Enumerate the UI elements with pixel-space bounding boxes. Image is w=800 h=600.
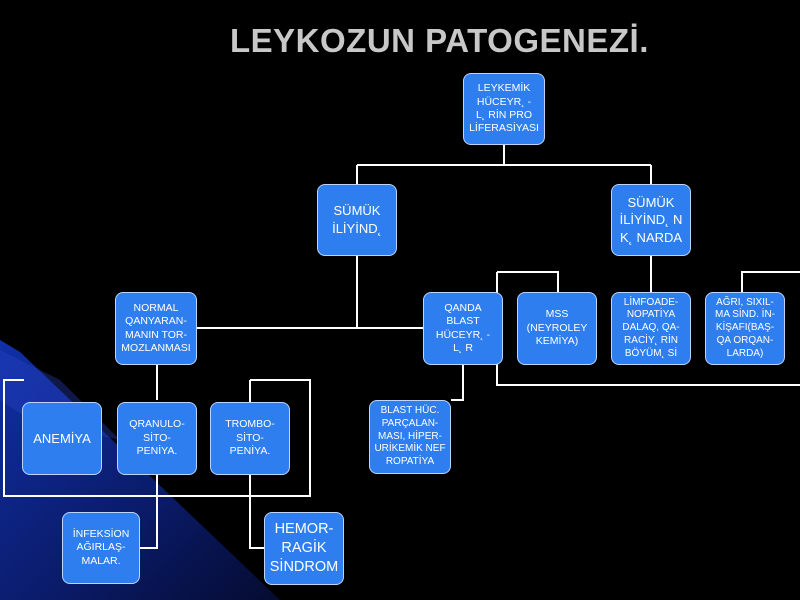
node-leykemik-proliferasiya: LEYKEMİK HÜCEYR˛ - L˛ RİN PRO LİFERASİYA… <box>463 73 545 145</box>
node-agri-sixilma: AĞRI, SIXIL- MA SİND. İN- KİŞAFI(BAŞ- QA… <box>705 292 785 365</box>
node-normal-qanyaranma: NORMAL QANYARAN- MANIN TOR- MOZLANMASI <box>115 292 197 365</box>
node-trombositopeniya: TROMBO- SİTO- PENİYA. <box>210 402 290 475</box>
connector-infeksion <box>140 475 158 549</box>
node-qranulositopeniya: QRANULO- SİTO- PENİYA. <box>117 402 197 475</box>
node-limfoadenopatiya: LİMFOADE- NOPATİYA DALAQ, QA- RACİY˛ RİN… <box>611 292 691 365</box>
connector-hemoragik <box>249 475 264 549</box>
node-hemoragik-sindrom: HEMOR- RAGİK SİNDROM <box>264 512 344 585</box>
node-sumuk-iliyinden-kenarda: SÜMÜK İLİYİND˛ N K˛ NARDA <box>611 184 691 256</box>
node-infeksion-agirlasmalar: İNFEKSİON AĞIRLAŞ- MALAR. <box>62 512 140 584</box>
connector-kenarda <box>496 255 800 386</box>
node-anemiya: ANEMİYA <box>22 402 102 475</box>
connector-root <box>356 145 652 185</box>
node-qanda-blast: QANDA BLAST HÜCEYR˛ - L˛ R <box>423 292 503 365</box>
connector-iliyinde <box>197 255 424 329</box>
connector-blast <box>451 365 464 401</box>
page-title: LEYKOZUN PATOGENEZİ. <box>230 22 649 59</box>
node-blast-parcalanmasi: BLAST HÜC. PARÇALAN- MASI, HİPER- URİKEM… <box>369 400 451 474</box>
node-sumuk-iliyinde: SÜMÜK İLİYİND˛ <box>317 184 397 256</box>
node-mss-neyroleykemiya: MSS (NEYROLEY KEMİYA) <box>517 292 597 365</box>
